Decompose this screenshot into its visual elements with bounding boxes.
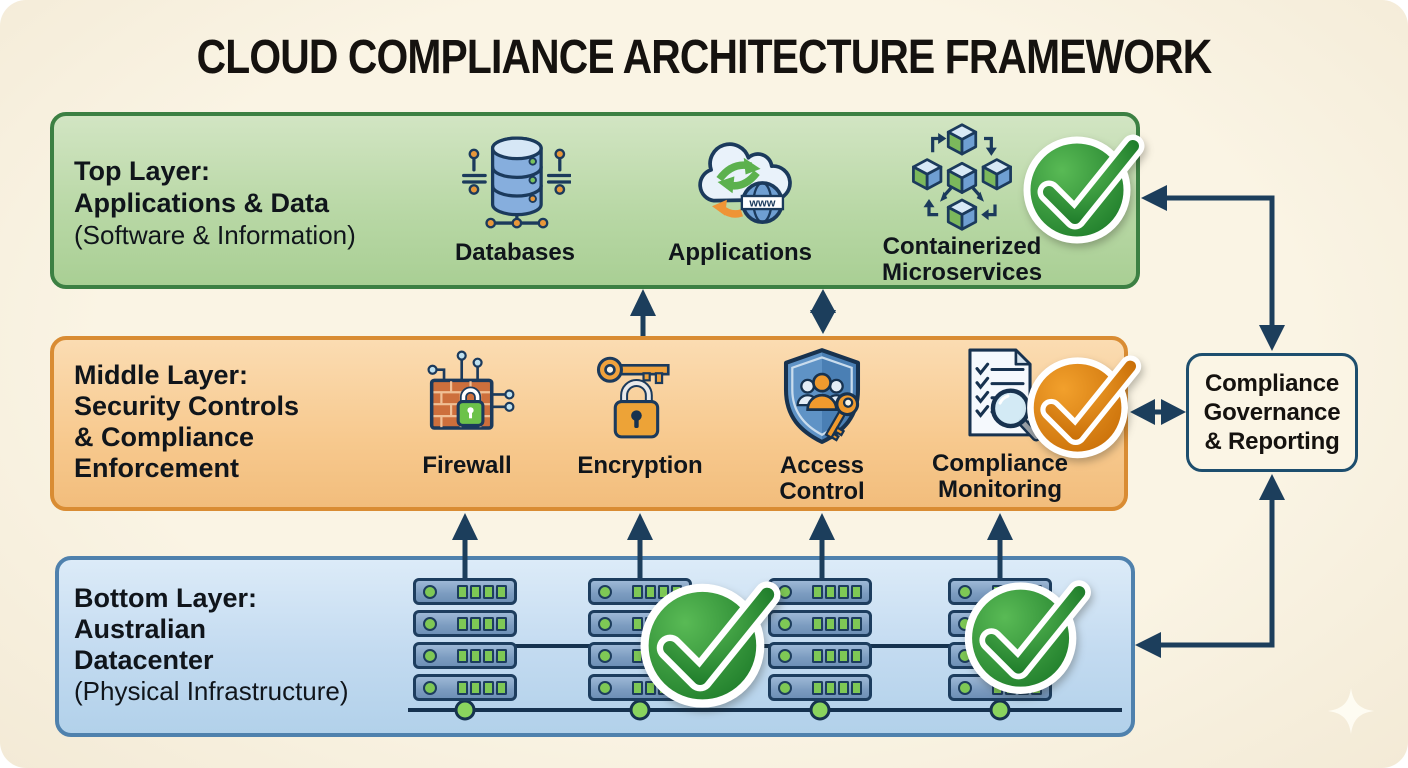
governance-box: Compliance Governance & Reporting <box>1186 353 1358 472</box>
server-rack-1 <box>413 578 517 706</box>
server-ports-icon <box>457 584 507 599</box>
bottom-layer-label: Bottom Layer: Australian Datacenter (Phy… <box>74 583 349 706</box>
encryption-icon <box>596 356 670 439</box>
server-ports-icon <box>457 616 507 631</box>
cloud-applications-icon: www <box>698 142 792 224</box>
server-ports-icon <box>457 680 507 695</box>
microservices-label: Containerized Microservices <box>881 233 1043 286</box>
compliance-monitoring-label: Compliance Monitoring <box>931 450 1069 503</box>
server-unit <box>413 610 517 637</box>
www-globe-text: www <box>748 198 775 210</box>
sparkle-icon <box>1328 688 1374 734</box>
green-checkmark-badge-datacenter-2 <box>964 580 1091 694</box>
server-ports-icon <box>812 680 862 695</box>
firewall-label: Firewall <box>422 452 512 479</box>
middle-layer-label: Middle Layer: Security Controls & Compli… <box>74 360 300 483</box>
server-unit <box>768 642 872 669</box>
server-led-icon <box>598 584 612 599</box>
firewall-icon <box>427 350 515 430</box>
server-led-icon <box>598 648 612 663</box>
server-rack-3 <box>768 578 872 706</box>
encryption-item: Encryption <box>570 345 710 479</box>
server-led-icon <box>423 616 437 631</box>
applications-label: Applications <box>667 239 812 266</box>
server-unit <box>588 578 692 605</box>
server-led-icon <box>423 680 437 695</box>
server-ports-icon <box>812 648 862 663</box>
top-layer-label: Top Layer: Applications & Data (Software… <box>74 156 356 250</box>
encryption-label: Encryption <box>577 452 703 479</box>
server-led-icon <box>958 584 972 599</box>
orange-checkmark-badge <box>1027 355 1142 459</box>
governance-label: Compliance Governance & Reporting <box>1203 370 1341 455</box>
firewall-item: Firewall <box>397 345 537 479</box>
server-led-icon <box>958 680 972 695</box>
microservices-cubes-icon <box>912 123 1012 231</box>
access-control-icon <box>783 348 861 445</box>
server-ports-icon <box>812 616 862 631</box>
server-unit <box>768 610 872 637</box>
applications-item: www Applications <box>660 126 820 266</box>
server-unit <box>768 674 872 701</box>
green-checkmark-badge-datacenter-1 <box>640 581 781 708</box>
server-ports-icon <box>812 584 862 599</box>
databases-label: Databases <box>454 239 576 266</box>
server-unit <box>413 642 517 669</box>
access-control-label: Access Control <box>779 452 865 505</box>
compliance-monitoring-item: Compliance Monitoring <box>915 343 1085 503</box>
database-icon <box>462 136 571 229</box>
server-led-icon <box>778 648 792 663</box>
server-unit <box>413 578 517 605</box>
microservices-item: Containerized Microservices <box>872 122 1052 286</box>
server-led-icon <box>778 680 792 695</box>
server-led-icon <box>598 680 612 695</box>
server-led-icon <box>778 616 792 631</box>
access-control-item: Access Control <box>752 343 892 505</box>
server-led-icon <box>423 648 437 663</box>
middle-layer-box <box>50 336 1128 511</box>
green-checkmark-badge-top <box>1023 134 1145 244</box>
arrow-governance-top-elbow <box>1160 195 1275 330</box>
page-title: CLOUD COMPLIANCE ARCHITECTURE FRAMEWORK <box>196 31 1213 84</box>
databases-item: Databases <box>445 126 585 266</box>
server-led-icon <box>423 584 437 599</box>
server-unit <box>413 674 517 701</box>
compliance-monitoring-icon <box>968 348 1042 442</box>
arrow-governance-bottom-elbow <box>1158 494 1275 648</box>
server-ports-icon <box>457 648 507 663</box>
server-led-icon <box>598 616 612 631</box>
